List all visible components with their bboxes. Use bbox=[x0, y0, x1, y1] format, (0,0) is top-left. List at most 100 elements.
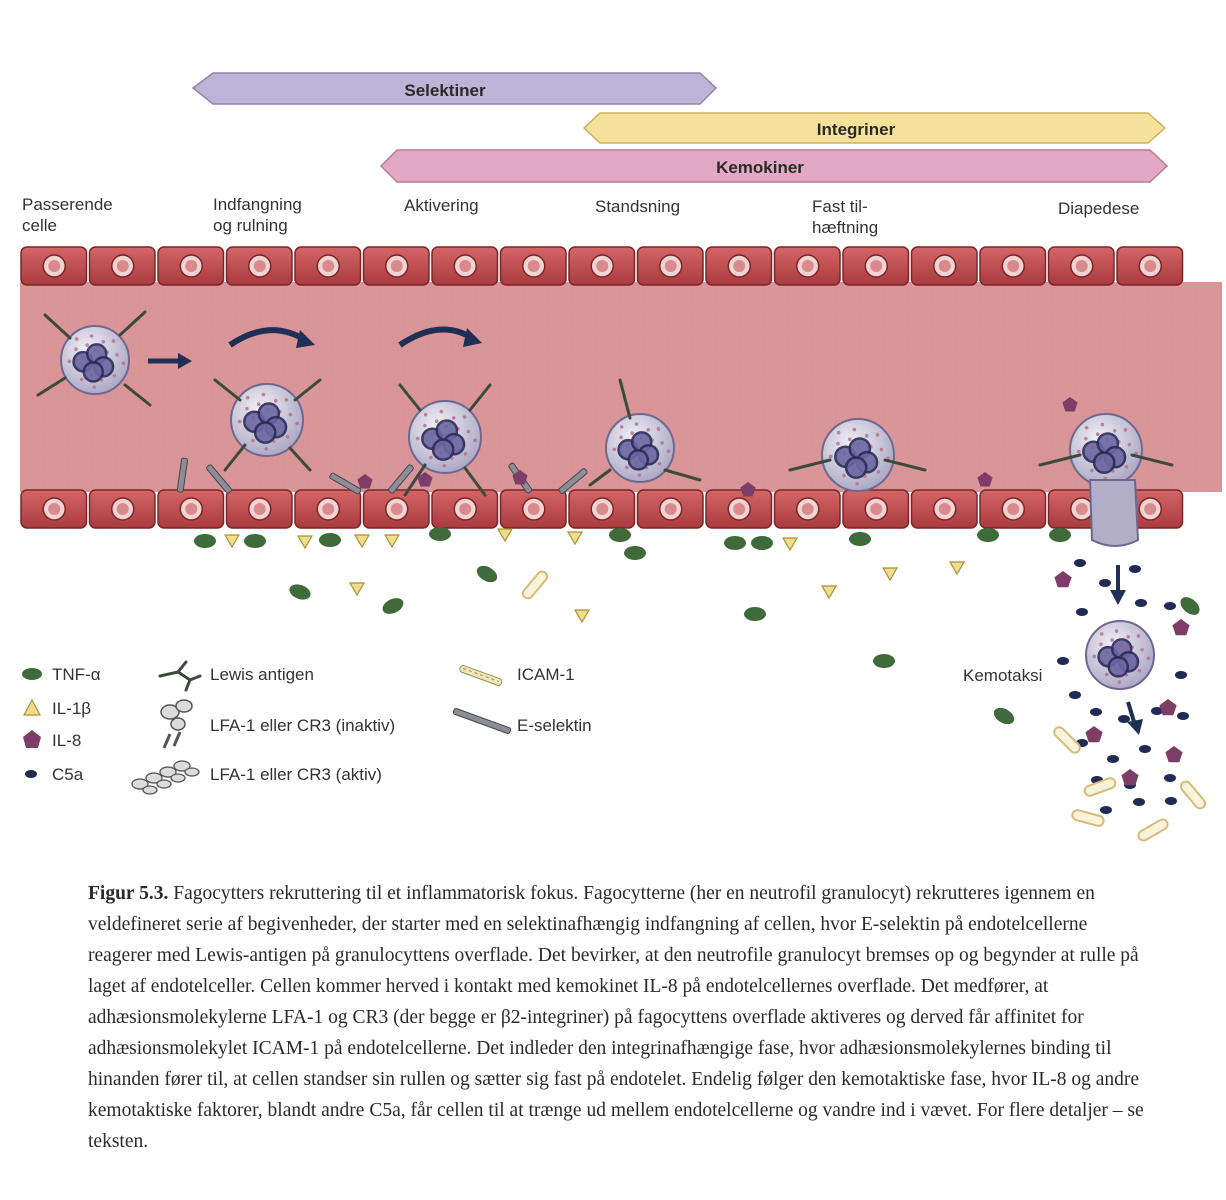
stage-indfangning-line2: og rulning bbox=[213, 216, 288, 235]
diapedese-pseudopod bbox=[1088, 479, 1140, 547]
tnf-molecule bbox=[624, 546, 646, 560]
legend-il8: IL-8 bbox=[23, 730, 81, 750]
endothel-cell bbox=[842, 246, 910, 286]
rolling-arrow-2 bbox=[398, 326, 482, 348]
legend-il8-label: IL-8 bbox=[52, 731, 81, 750]
caption-text: Fagocytters rekruttering til et inflamma… bbox=[88, 883, 1144, 1152]
surface-molecule bbox=[398, 383, 422, 412]
il8-molecule bbox=[977, 472, 993, 487]
surface-molecule bbox=[463, 466, 487, 497]
c5a-molecule bbox=[1118, 715, 1130, 723]
il1b-molecule bbox=[566, 531, 584, 546]
c5a-molecule bbox=[1164, 602, 1176, 610]
neutrophil-indfangning bbox=[230, 383, 304, 457]
tnf-molecule bbox=[849, 532, 871, 546]
il1b-icon bbox=[23, 698, 41, 716]
tnf-molecule bbox=[993, 707, 1015, 725]
surface-molecule bbox=[213, 378, 242, 402]
c5a-molecule bbox=[1177, 712, 1189, 720]
c5a-molecule bbox=[1100, 806, 1112, 814]
legend-lewis: Lewis antigen bbox=[158, 660, 314, 692]
il1b-molecule bbox=[496, 528, 514, 543]
surface-molecule bbox=[293, 378, 322, 402]
lewis-antigen-icon bbox=[158, 660, 202, 692]
bacterium bbox=[1053, 726, 1081, 754]
kemotaksi-label: Kemotaksi bbox=[963, 666, 1042, 685]
il8-molecule bbox=[1085, 726, 1103, 743]
surface-molecule bbox=[118, 310, 147, 337]
bacterium bbox=[1071, 809, 1105, 827]
icam-icon bbox=[459, 665, 503, 686]
surface-molecule bbox=[123, 383, 152, 407]
endothel-row-top bbox=[20, 246, 1184, 286]
band-selektiner-label: Selektiner bbox=[404, 81, 486, 100]
band-integriner: Integriner bbox=[582, 112, 1167, 144]
il8-molecule bbox=[1054, 571, 1072, 588]
endothel-cell bbox=[362, 489, 430, 529]
legend-tnf: TNF-α bbox=[22, 665, 101, 684]
il1b-molecule bbox=[820, 585, 838, 600]
stage-diapedese: Diapedese bbox=[1058, 199, 1139, 218]
e-selektin bbox=[329, 472, 362, 495]
endothel-cell bbox=[294, 246, 362, 286]
stage-fast-line1: Fast til- bbox=[812, 197, 868, 216]
surface-molecule bbox=[468, 383, 492, 412]
tnf-molecule bbox=[476, 565, 498, 583]
neutrophil-kemotaksi bbox=[1085, 620, 1155, 690]
tnf-icon bbox=[22, 668, 42, 680]
surface-molecule bbox=[36, 376, 67, 397]
legend-lfa-aktiv: LFA-1 eller CR3 (aktiv) bbox=[131, 760, 382, 795]
endothel-cell bbox=[294, 489, 362, 529]
tnf-molecule bbox=[429, 527, 451, 541]
endothel-cell bbox=[225, 489, 293, 529]
endothel-cell bbox=[568, 489, 636, 529]
il1b-molecule bbox=[948, 561, 966, 576]
diapedese-arrow-1 bbox=[1110, 565, 1126, 605]
c5a-icon bbox=[25, 770, 37, 778]
band-kemokiner: Kemokiner bbox=[379, 149, 1169, 183]
figure-caption: Figur 5.3. Fagocytters rekruttering til … bbox=[88, 878, 1148, 1157]
c5a-molecule bbox=[1129, 565, 1141, 573]
endothel-cell bbox=[773, 489, 841, 529]
il1b-molecule bbox=[573, 609, 591, 624]
endothel-cell bbox=[20, 246, 88, 286]
endothel-cell bbox=[705, 489, 773, 529]
legend-lfa-aktiv-label: LFA-1 eller CR3 (aktiv) bbox=[210, 765, 382, 784]
tnf-molecule bbox=[319, 533, 341, 547]
tnf-molecule bbox=[873, 654, 895, 668]
tnf-molecule bbox=[751, 536, 773, 550]
endothel-cell bbox=[431, 246, 499, 286]
endothel-cell bbox=[979, 246, 1047, 286]
neutrophil-aktivering bbox=[408, 400, 482, 474]
il1b-molecule bbox=[383, 534, 401, 549]
surface-molecule bbox=[883, 458, 927, 472]
tnf-molecule bbox=[1180, 597, 1200, 615]
legend-c5a-label: C5a bbox=[52, 765, 84, 784]
stage-fast-line2: hæftning bbox=[812, 218, 878, 237]
endothel-cell bbox=[910, 246, 978, 286]
legend-il1b: IL-1β bbox=[23, 698, 91, 718]
il8-molecule bbox=[1172, 619, 1190, 636]
caption-figure-label: Figur 5.3. bbox=[88, 883, 169, 904]
endothel-cell bbox=[636, 489, 704, 529]
c5a-molecule bbox=[1139, 745, 1151, 753]
c5a-molecule bbox=[1133, 798, 1145, 806]
il8-molecule bbox=[740, 482, 756, 497]
e-selektin bbox=[206, 464, 232, 494]
bacterium bbox=[521, 570, 549, 600]
endothel-cell bbox=[20, 489, 88, 529]
endothel-cell bbox=[773, 246, 841, 286]
endothel-cell bbox=[1116, 246, 1184, 286]
surface-molecule bbox=[43, 313, 72, 340]
c5a-molecule bbox=[1164, 774, 1176, 782]
e-selektin bbox=[176, 457, 188, 493]
e-selektin bbox=[388, 464, 414, 494]
endothel-cell bbox=[705, 246, 773, 286]
surface-molecule bbox=[588, 468, 612, 487]
c5a-molecule bbox=[1076, 608, 1088, 616]
band-selektiner: Selektiner bbox=[191, 72, 718, 105]
tnf-molecule bbox=[609, 528, 631, 542]
il1b-molecule bbox=[348, 582, 366, 597]
diapedese-arrow-2 bbox=[1126, 701, 1143, 735]
rolling-arrow-1 bbox=[228, 327, 315, 348]
